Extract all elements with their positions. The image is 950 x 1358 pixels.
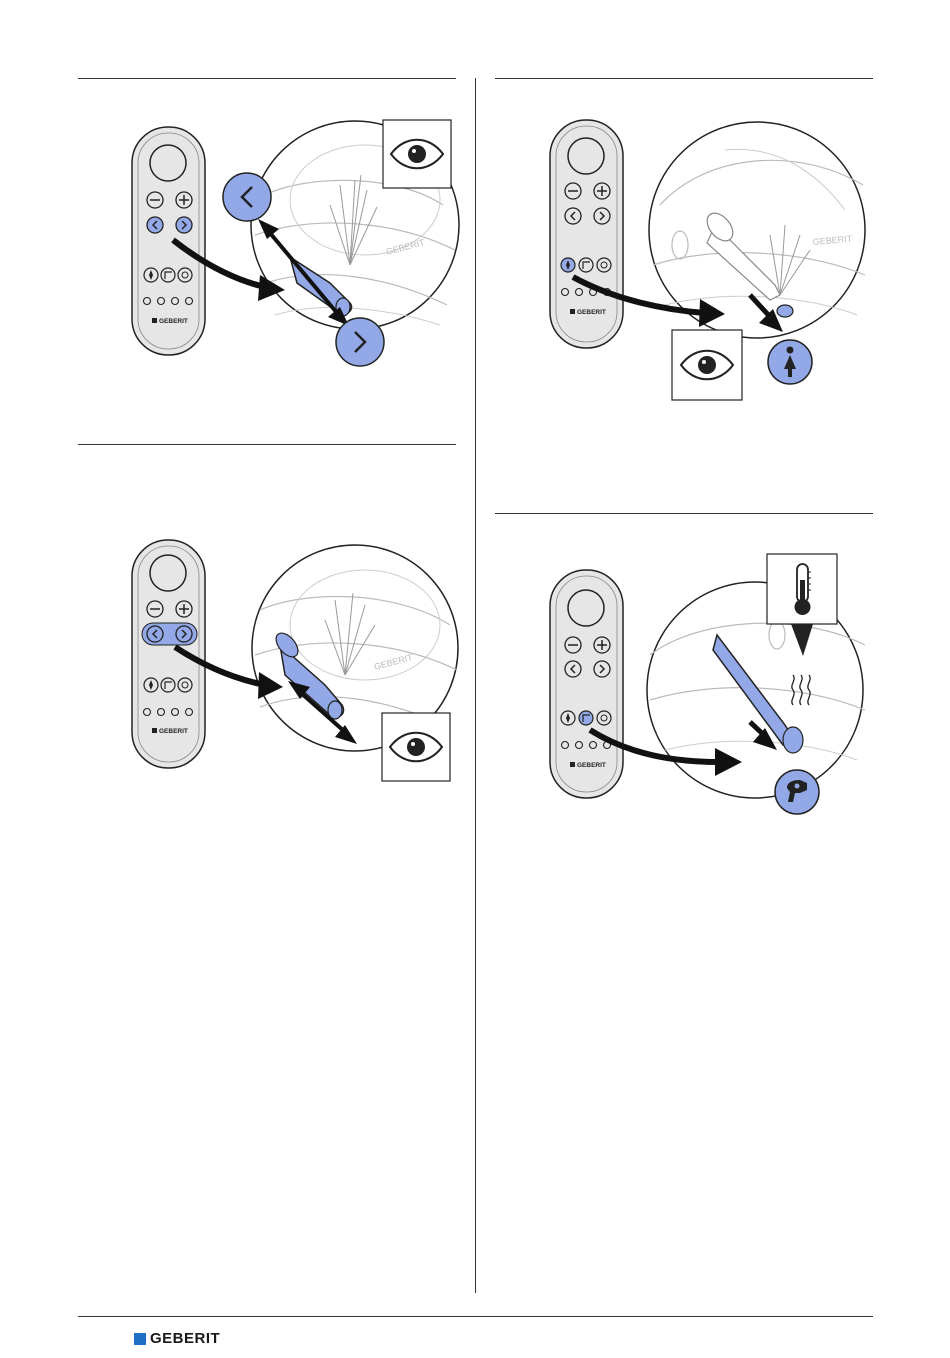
- remote-plus-button: [176, 192, 192, 208]
- remote-minus-button: [147, 192, 163, 208]
- footer-rule: [78, 1316, 873, 1317]
- remote-fan-button: [597, 258, 611, 272]
- remote-dryer-button: [579, 711, 593, 725]
- lady-shower-icon: [768, 340, 812, 384]
- remote-lady-shower-button: [561, 711, 575, 725]
- remote-main-button: [568, 138, 604, 174]
- remote-left-button: [147, 217, 163, 233]
- remote-plus-button: [176, 601, 192, 617]
- remote-dryer-button: [161, 678, 175, 692]
- dryer-icon: [775, 770, 819, 814]
- remote-minus-button: [565, 183, 581, 199]
- remote-right-button: [594, 661, 610, 677]
- remote-logo: GEBERIT: [159, 728, 188, 735]
- brand-name: GEBERIT: [150, 1330, 220, 1347]
- remote-lady-shower-button: [144, 678, 158, 692]
- remote-lady-shower-button: [144, 268, 158, 282]
- remote-right-button: [176, 217, 192, 233]
- remote-dryer-button: [161, 268, 175, 282]
- remote-control: GEBERIT: [132, 540, 205, 768]
- figure-arrow-buttons-both: GEBERIT GEBERIT: [125, 535, 460, 790]
- remote-minus-button: [147, 601, 163, 617]
- remote-main-button: [568, 590, 604, 626]
- remote-control: GEBERIT: [550, 570, 623, 798]
- remote-right-button: [594, 208, 610, 224]
- eye-icon: [383, 120, 451, 188]
- remote-fan-button: [597, 711, 611, 725]
- remote-plus-button: [594, 637, 610, 653]
- column-divider: [475, 78, 476, 1293]
- arrow-right-icon: [336, 318, 384, 366]
- remote-left-button: [565, 208, 581, 224]
- footer-brand-logo: GEBERIT: [134, 1330, 220, 1347]
- figure-lady-shower: GEBERIT GEBERIT: [545, 115, 875, 405]
- remote-control: GEBERIT: [550, 120, 623, 348]
- remote-logo: GEBERIT: [159, 318, 188, 325]
- remote-logo: GEBERIT: [577, 309, 606, 316]
- remote-left-button: [565, 661, 581, 677]
- remote-control: GEBERIT: [132, 127, 205, 355]
- figure-dryer: GEBERIT: [545, 550, 875, 820]
- remote-fan-button: [178, 268, 192, 282]
- remote-dryer-button: [579, 258, 593, 272]
- figure-arrow-buttons-separate: GEBERIT GEBERIT: [125, 115, 460, 375]
- remote-logo: GEBERIT: [577, 762, 606, 769]
- arrow-left-icon: [223, 173, 271, 221]
- remote-main-button: [150, 145, 186, 181]
- section-rule-top-right: [495, 78, 873, 79]
- remote-left-button: [147, 626, 163, 642]
- remote-minus-button: [565, 637, 581, 653]
- remote-plus-button: [594, 183, 610, 199]
- remote-lady-shower-button: [561, 258, 575, 272]
- section-rule-mid-left: [78, 444, 456, 445]
- brand-square-icon: [134, 1333, 146, 1345]
- eye-icon: [382, 713, 450, 781]
- section-rule-top-left: [78, 78, 456, 79]
- section-rule-mid-right: [495, 513, 873, 514]
- remote-fan-button: [178, 678, 192, 692]
- remote-right-button: [176, 626, 192, 642]
- remote-main-button: [150, 555, 186, 591]
- eye-icon: [672, 330, 742, 400]
